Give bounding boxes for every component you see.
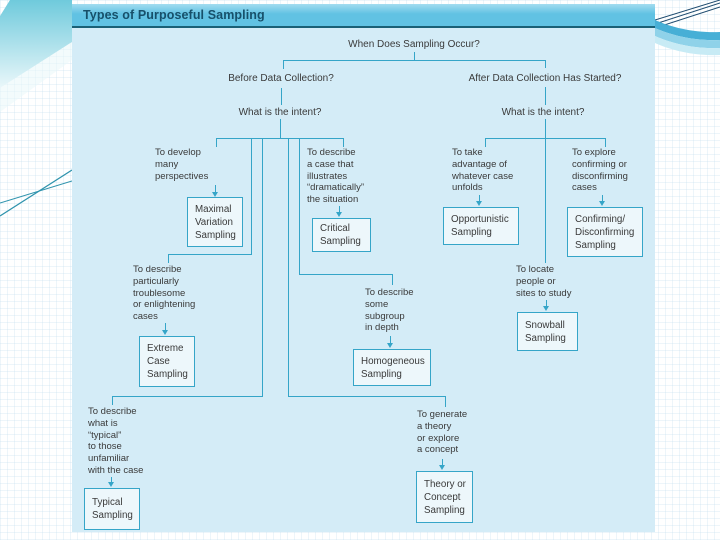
connector-line xyxy=(545,87,546,105)
connector-line xyxy=(251,138,252,255)
method-box-label: Homogeneous Sampling xyxy=(361,355,425,380)
method-box-label: Confirming/ Disconfirming Sampling xyxy=(575,213,635,251)
connector-line xyxy=(545,119,546,263)
swoosh-decoration xyxy=(655,0,720,56)
connector-line xyxy=(216,138,217,147)
down-arrow xyxy=(439,459,446,470)
method-box-maximal-variation: Maximal Variation Sampling xyxy=(187,197,243,247)
purpose-label-critical: To describe a case that illustrates “dra… xyxy=(307,147,365,206)
intent-question-right: What is the intent? xyxy=(501,107,585,118)
connector-line xyxy=(288,138,289,397)
connector-line xyxy=(168,254,169,263)
connector-line xyxy=(545,60,546,68)
purpose-label-homogeneous: To describe some subgroup in depth xyxy=(365,287,414,334)
method-box-label: Snowball Sampling xyxy=(525,319,566,344)
method-box-typical: Typical Sampling xyxy=(84,488,140,530)
page-title: Types of Purposeful Sampling xyxy=(83,8,265,22)
connector-line xyxy=(262,138,263,397)
purpose-label-snowball: To locate people or sites to study xyxy=(516,264,572,299)
question-after-collection: After Data Collection Has Started? xyxy=(468,73,622,84)
connector-line xyxy=(392,274,393,285)
method-box-snowball: Snowball Sampling xyxy=(517,312,578,351)
down-arrow xyxy=(212,185,219,197)
method-box-homogeneous: Homogeneous Sampling xyxy=(353,349,431,386)
method-box-theory-concept: Theory or Concept Sampling xyxy=(416,471,473,523)
purpose-label-typical: To describe what is “typical” to those u… xyxy=(88,406,144,476)
connector-line xyxy=(299,274,393,275)
method-box-critical: Critical Sampling xyxy=(312,218,371,252)
method-box-label: Critical Sampling xyxy=(320,223,361,247)
down-arrow xyxy=(162,323,169,335)
method-box-label: Extreme Case Sampling xyxy=(147,343,188,380)
question-before-collection: Before Data Collection? xyxy=(228,73,334,84)
purpose-label-confirming: To explore confirming or disconfirming c… xyxy=(572,147,628,194)
purpose-label-opportunistic: To take advantage of whatever case unfol… xyxy=(452,147,514,194)
method-box-opportunistic: Opportunistic Sampling xyxy=(443,207,519,245)
down-arrow xyxy=(108,477,115,487)
title-bar: Types of Purposeful Sampling xyxy=(72,4,655,26)
purpose-label-extreme-case: To describe particularly troublesome or … xyxy=(133,264,196,323)
connector-line xyxy=(112,396,113,405)
connector-line xyxy=(485,138,486,147)
down-arrow xyxy=(476,195,483,206)
down-arrow xyxy=(543,300,550,311)
intent-question-left: What is the intent? xyxy=(238,107,322,118)
connector-line xyxy=(605,138,606,147)
method-box-extreme-case: Extreme Case Sampling xyxy=(139,336,195,387)
connector-line xyxy=(283,60,284,69)
connector-line xyxy=(485,138,606,139)
root-question: When Does Sampling Occur? xyxy=(348,39,480,50)
method-box-confirming-disconfirming: Confirming/ Disconfirming Sampling xyxy=(567,207,643,257)
connector-line xyxy=(288,396,446,397)
method-box-label: Typical Sampling xyxy=(92,497,133,521)
connector-line xyxy=(112,396,263,397)
connector-line xyxy=(168,254,252,255)
title-underline xyxy=(72,26,655,28)
down-arrow xyxy=(599,195,606,206)
method-box-label: Opportunistic Sampling xyxy=(451,214,509,238)
method-box-label: Theory or Concept Sampling xyxy=(424,478,466,516)
corner-gradient-decoration xyxy=(0,0,72,217)
connector-line xyxy=(280,119,281,139)
down-arrow xyxy=(387,336,394,348)
connector-line xyxy=(414,52,415,61)
method-box-label: Maximal Variation Sampling xyxy=(195,203,236,241)
purpose-label-theory-concept: To generate a theory or explore a concep… xyxy=(417,409,468,456)
connector-line xyxy=(281,88,282,105)
connector-line xyxy=(343,138,344,147)
connector-line xyxy=(445,396,446,407)
diagram-panel xyxy=(72,28,655,532)
purpose-label-maximal-variation: To develop many perspectives xyxy=(155,147,209,182)
connector-line xyxy=(299,138,300,275)
connector-line xyxy=(283,60,546,61)
down-arrow xyxy=(336,206,343,217)
connector-line xyxy=(216,138,344,139)
